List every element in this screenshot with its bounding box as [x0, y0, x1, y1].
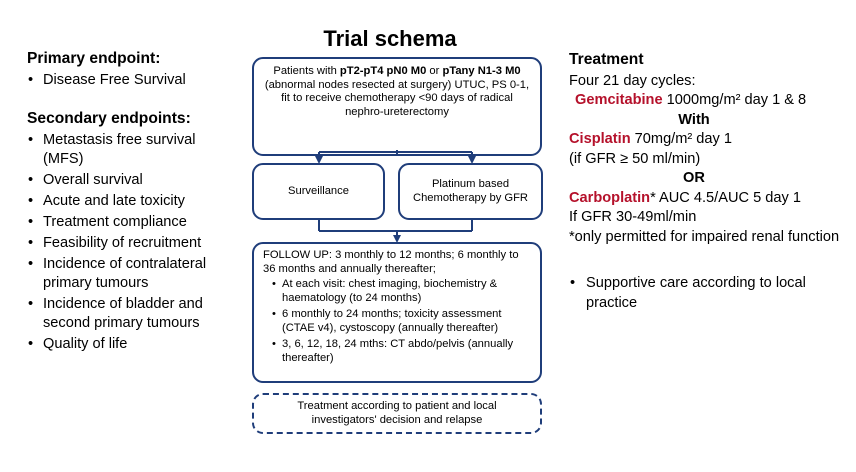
treatment-column: Treatment Four 21 day cycles: Gemcitabin…	[569, 50, 849, 313]
surveillance-box: Surveillance	[252, 163, 385, 220]
list-item: Treatment compliance	[27, 213, 232, 232]
list-item: Disease Free Survival	[27, 71, 232, 90]
follow-up-list: At each visit: chest imaging, biochemist…	[263, 278, 531, 365]
surveillance-label: Surveillance	[288, 184, 349, 197]
endpoints-column: Primary endpoint: Disease Free Survival …	[27, 50, 232, 356]
list-item: Incidence of contralateral primary tumou…	[27, 255, 232, 293]
list-item: Supportive care according to local pract…	[569, 274, 849, 313]
follow-up-intro: FOLLOW UP: 3 monthly to 12 months; 6 mon…	[263, 249, 519, 275]
page-title: Trial schema	[323, 26, 457, 51]
eligibility-stage-2: pTany N1-3 M0	[442, 65, 521, 77]
primary-endpoint-list: Disease Free Survival	[27, 71, 232, 90]
cycles-text: Four 21 day cycles:	[569, 72, 696, 89]
eligibility-or: or	[426, 65, 443, 77]
list-item: At each visit: chest imaging, biochemist…	[263, 278, 531, 305]
list-item: Quality of life	[27, 335, 232, 354]
secondary-endpoints-heading: Secondary endpoints:	[27, 110, 191, 127]
list-item: Feasibility of recruitment	[27, 234, 232, 253]
chemotherapy-label: Platinum based Chemotherapy by GFR	[412, 178, 529, 204]
gemcitabine-name: Gemcitabine	[575, 92, 663, 108]
list-item: 6 monthly to 24 months; toxicity assessm…	[263, 308, 531, 335]
list-item: Acute and late toxicity	[27, 192, 232, 211]
primary-endpoint-heading: Primary endpoint:	[27, 50, 161, 67]
list-item: Metastasis free survival (MFS)	[27, 131, 232, 169]
eligibility-details: (abnormal nodes resected at surgery) UTU…	[264, 78, 530, 118]
treatment-heading: Treatment	[569, 51, 644, 68]
eligibility-box: Patients with pT2-pT4 pN0 M0 or pTany N1…	[252, 57, 542, 156]
list-item: 3, 6, 12, 18, 24 mths: CT abdo/pelvis (a…	[263, 338, 531, 365]
follow-up-box: FOLLOW UP: 3 monthly to 12 months; 6 mon…	[252, 242, 542, 383]
carboplatin-dose: * AUC 4.5/AUC 5 day 1	[650, 189, 801, 206]
secondary-endpoints-list: Metastasis free survival (MFS) Overall s…	[27, 131, 232, 354]
list-item: Incidence of bladder and second primary …	[27, 295, 232, 333]
or-label: OR	[683, 170, 705, 186]
list-item: Overall survival	[27, 171, 232, 190]
eligibility-prefix: Patients with	[273, 65, 340, 77]
carboplatin-note: *only permitted for impaired renal funct…	[569, 228, 840, 245]
carboplatin-condition: If GFR 30-49ml/min	[569, 209, 697, 225]
carboplatin-row: Carboplatin* AUC 4.5/AUC 5 day 1	[569, 189, 849, 209]
relapse-treatment-label: Treatment according to patient and local…	[297, 400, 497, 426]
cisplatin-row: Cisplatin 70mg/m² day 1	[569, 130, 849, 150]
gemcitabine-dose: 1000mg/m² day 1 & 8	[662, 92, 807, 108]
carboplatin-name: Carboplatin	[569, 189, 651, 206]
chemotherapy-box: Platinum based Chemotherapy by GFR	[398, 163, 543, 220]
cisplatin-dose: 70mg/m² day 1	[630, 131, 733, 147]
cisplatin-condition: (if GFR ≥ 50 ml/min)	[569, 150, 701, 167]
gemcitabine-row: Gemcitabine 1000mg/m² day 1 & 8	[569, 91, 849, 111]
with-label: With	[678, 111, 710, 128]
cisplatin-name: Cisplatin	[569, 131, 631, 147]
supportive-care-list: Supportive care according to local pract…	[569, 274, 849, 313]
relapse-treatment-box: Treatment according to patient and local…	[252, 393, 542, 434]
eligibility-stage-1: pT2-pT4 pN0 M0	[339, 65, 427, 77]
